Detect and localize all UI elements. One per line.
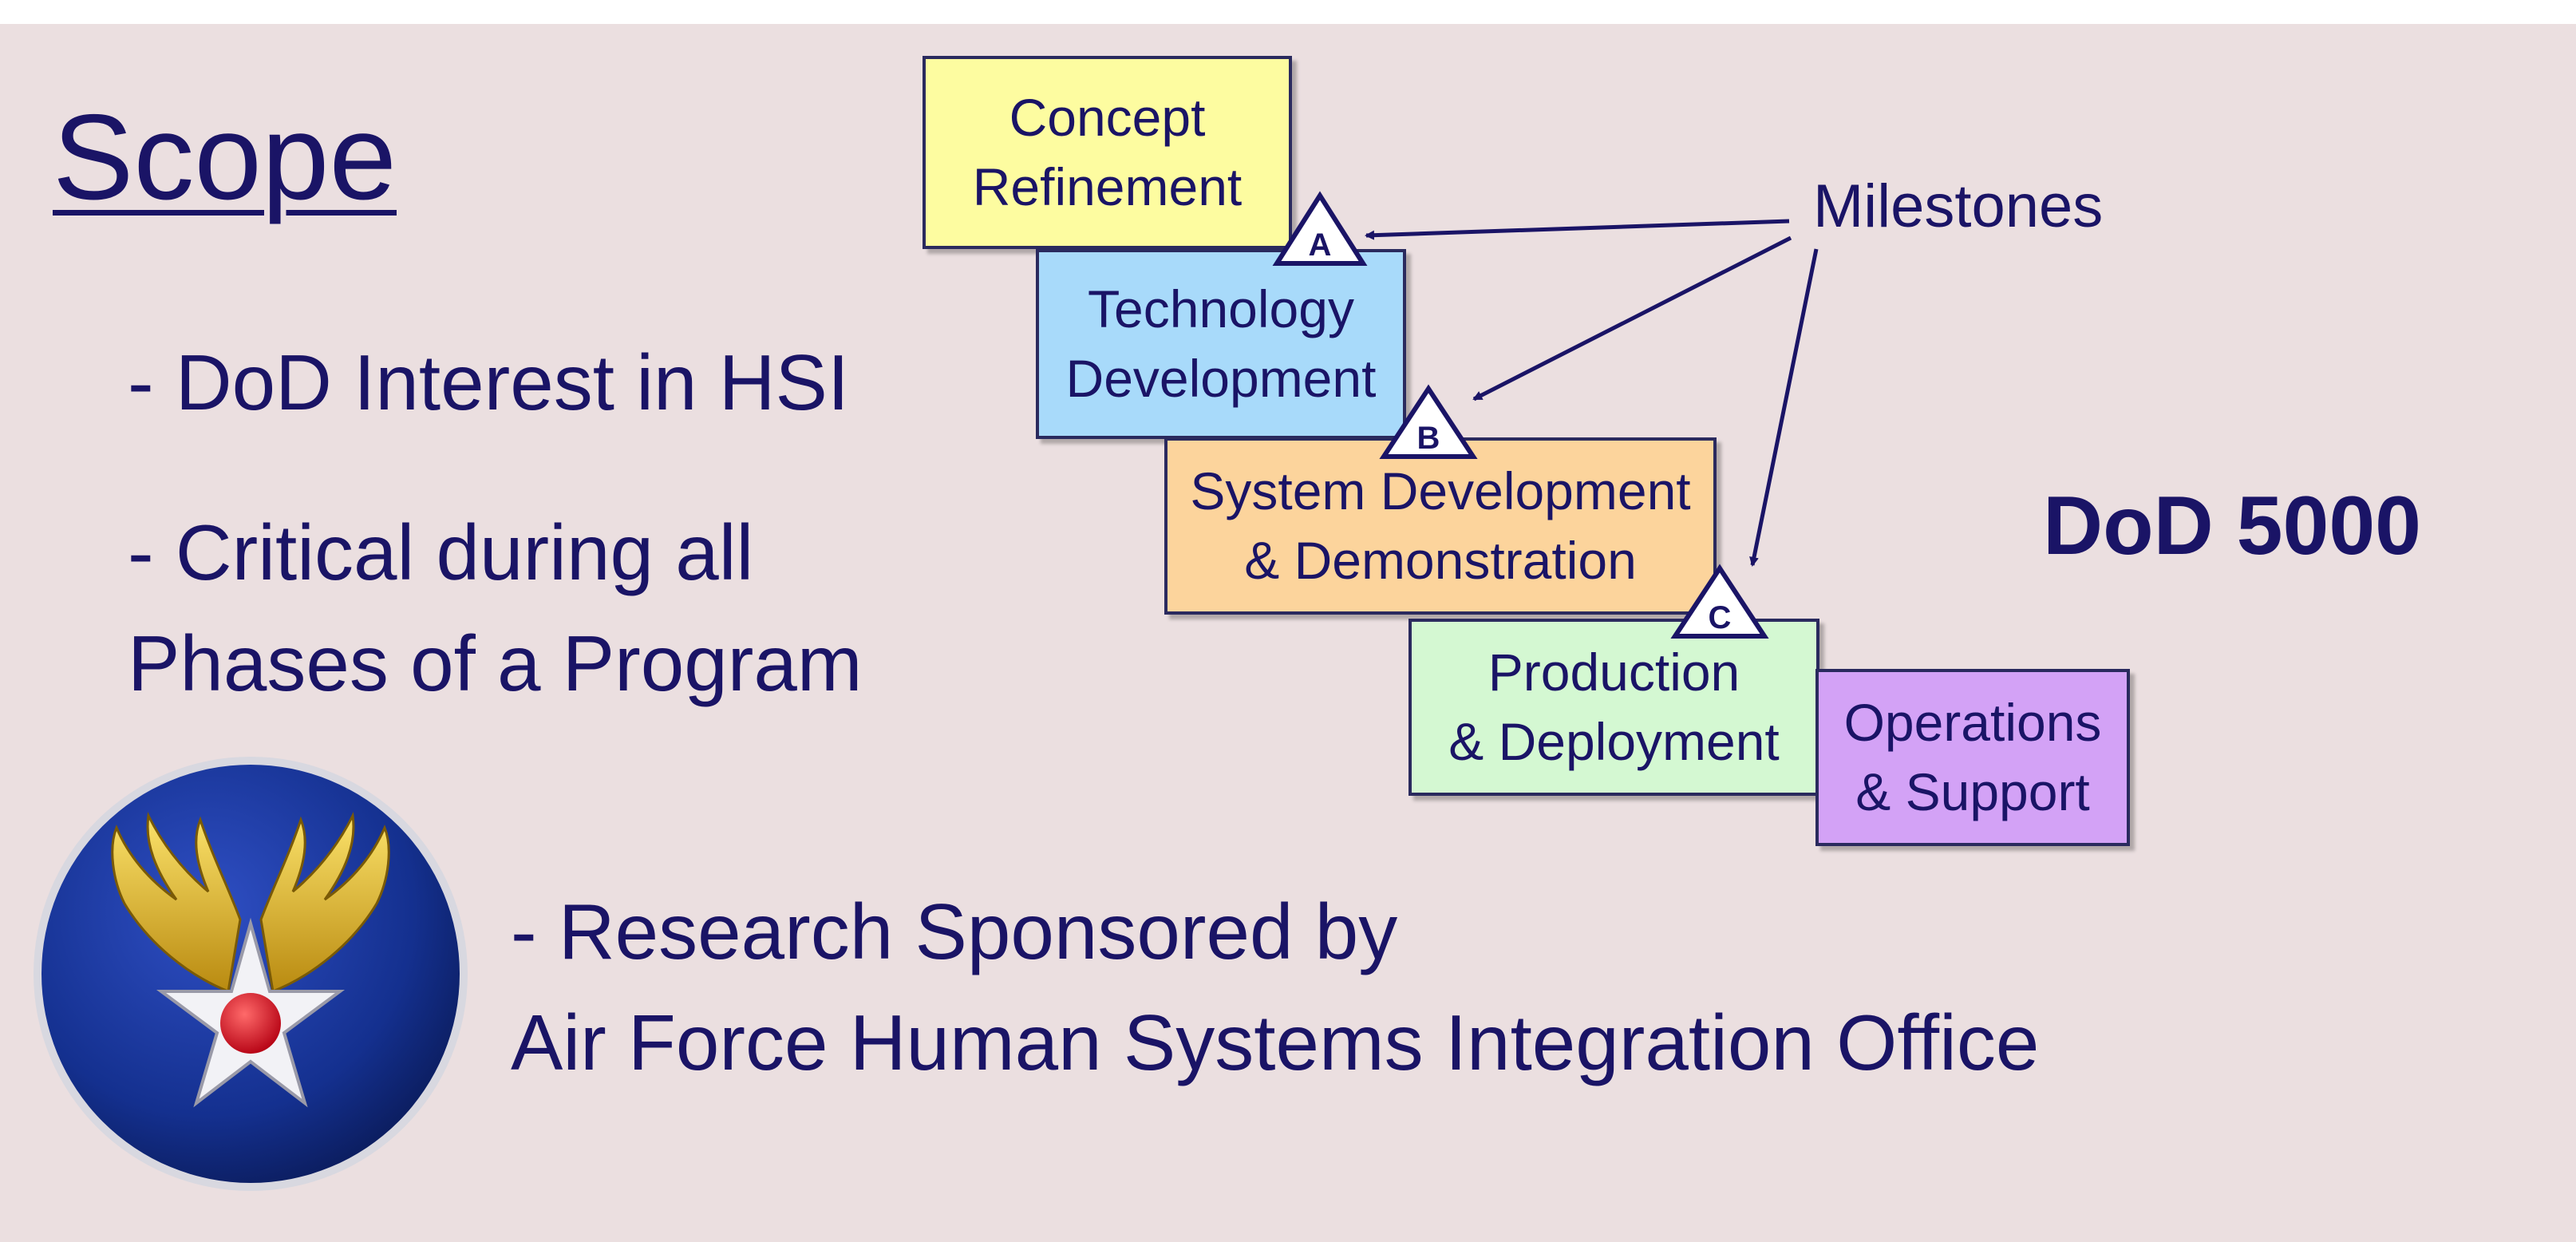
bullet-text: - DoD Interest in HSI: [128, 338, 850, 426]
bullet-text-line2: Phases of a Program: [128, 619, 863, 708]
milestone-overlay: A B C: [1272, 191, 1819, 639]
phase-label-line1: Concept: [1009, 87, 1206, 147]
milestone-letter: A: [1309, 227, 1332, 263]
phase-label-line2: & Deployment: [1448, 712, 1780, 771]
arrow-to-milestone-a: [1365, 219, 1790, 240]
arrow-to-milestone-b: [1472, 235, 1792, 401]
arrow-to-milestone-c: [1749, 248, 1819, 567]
bullet-research-sponsor: - Research Sponsored by Air Force Human …: [511, 876, 2039, 1098]
milestone-letter: C: [1709, 600, 1732, 635]
bullet-text-line1: - Critical during all: [128, 508, 754, 596]
milestone-a-marker: A: [1272, 191, 1368, 266]
phase-label-line2: Development: [1065, 349, 1377, 408]
bullet-text-line2: Air Force Human Systems Integration Offi…: [511, 999, 2040, 1087]
phase-label-line2: Refinement: [972, 157, 1243, 216]
bullet-text-line1: - Research Sponsored by: [511, 888, 1398, 975]
bullet-dod-interest: - DoD Interest in HSI: [128, 327, 849, 438]
phase-production-deployment: Production & Deployment: [1409, 619, 1819, 796]
slide: Scope - DoD Interest in HSI - Critical d…: [0, 24, 2576, 1242]
air-force-emblem-icon: [34, 757, 468, 1191]
milestone-letter: B: [1417, 421, 1440, 456]
phase-label-line2: & Support: [1855, 762, 2090, 821]
slide-title: Scope: [53, 89, 397, 225]
phase-label-line1: Technology: [1088, 279, 1354, 338]
phase-label-line1: System Development: [1190, 461, 1691, 520]
milestone-c-marker: C: [1670, 564, 1769, 639]
bullet-critical-phases: - Critical during all Phases of a Progra…: [128, 497, 863, 719]
phase-label-line2: & Demonstration: [1244, 531, 1637, 590]
phase-operations-support: Operations & Support: [1815, 669, 2130, 846]
phase-label-line1: Production: [1488, 642, 1740, 702]
milestones-label: Milestones: [1813, 172, 2104, 240]
phase-technology-development: Technology Development: [1036, 249, 1406, 439]
standard-label: DoD 5000: [2043, 480, 2421, 572]
phase-system-development: System Development & Demonstration: [1164, 437, 1717, 615]
milestone-b-marker: B: [1379, 384, 1478, 459]
phase-concept-refinement: Concept Refinement: [923, 56, 1292, 249]
phase-label-line1: Operations: [1843, 692, 2102, 752]
